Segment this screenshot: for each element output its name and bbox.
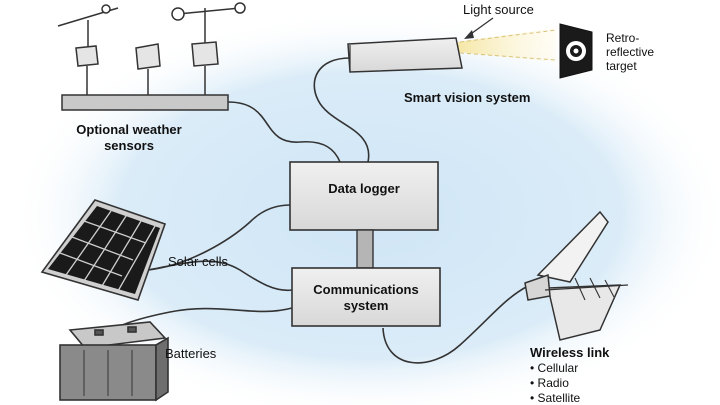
label-wireless-item: • Cellular [530, 361, 578, 375]
label-wireless-item: • Satellite [530, 391, 581, 405]
smart-vision-camera [347, 37, 463, 73]
light-source-arrowhead [464, 30, 474, 39]
label-weather-1: Optional weather [76, 122, 181, 137]
retro-reflective-target [559, 23, 593, 79]
cables [94, 57, 529, 364]
label-solar-cells: Solar cells [168, 254, 228, 269]
battery-pack [59, 321, 169, 402]
weather-sensors [57, 2, 246, 111]
label-data-logger: Data logger [328, 181, 400, 196]
cable-solar-logger [147, 204, 291, 271]
label-comms-2: system [344, 298, 389, 313]
label-light-source: Light source [463, 2, 534, 17]
light-beam [458, 28, 556, 62]
cable-vision-logger [313, 57, 370, 163]
label-retro-3: target [606, 59, 637, 73]
cable-comms-wireless [382, 285, 529, 364]
label-comms-1: Communications [313, 282, 418, 297]
light-beam-dash-bottom [459, 52, 557, 61]
cable-solar-comms [147, 260, 293, 292]
label-retro-1: Retro- [606, 31, 639, 45]
data-logger-box [289, 161, 439, 231]
label-retro-2: reflective [606, 45, 654, 59]
light-beam-dash-top [459, 29, 557, 43]
solar-panel [40, 199, 167, 301]
label-smart-vision: Smart vision system [404, 90, 530, 105]
cable-weather-logger [227, 101, 341, 163]
communications-box [291, 267, 441, 327]
wireless-antenna [524, 210, 629, 341]
label-weather-2: sensors [104, 138, 154, 153]
label-wireless-title: Wireless link [530, 345, 610, 360]
label-wireless-item: • Radio [530, 376, 569, 390]
label-batteries: Batteries [165, 346, 217, 361]
logger-comms-connector [356, 229, 374, 269]
